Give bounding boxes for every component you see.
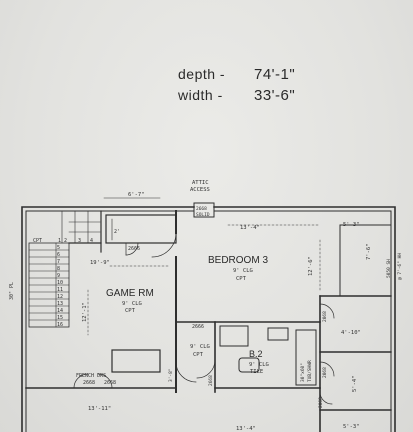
french-doors-label: FRENCH DRS bbox=[76, 373, 106, 379]
stair-number: 8 bbox=[57, 266, 60, 272]
depth-label: depth - bbox=[178, 66, 226, 82]
stair-number: 11 bbox=[57, 287, 63, 293]
hall-floor: CPT bbox=[193, 352, 204, 358]
solid-door-label-1: 2668 bbox=[196, 206, 207, 212]
stair-number: 4 bbox=[90, 238, 93, 244]
bath-floor: TILE bbox=[250, 369, 263, 375]
bottom-dimension-left: 13'-11" bbox=[88, 406, 111, 412]
game-room-ceiling: 9' CLG bbox=[122, 301, 142, 307]
hall-ceiling: 9' CLG bbox=[190, 344, 210, 350]
stair-number: 15 bbox=[57, 315, 63, 321]
closet-dimension: 2' bbox=[114, 229, 120, 235]
depth-row: depth - 74'-1" bbox=[178, 66, 295, 87]
attic-access-label-1: ATTIC bbox=[192, 180, 209, 186]
stair-number: 9 bbox=[57, 273, 60, 279]
closet-5-3-bottom: 5'-3" bbox=[343, 424, 360, 430]
closet-4-10: 4'-10" bbox=[341, 330, 361, 336]
stair-number: 10 bbox=[57, 280, 63, 286]
bedroom-depth: 12'-6" bbox=[308, 256, 314, 276]
stair-floor-label: CPT bbox=[33, 238, 42, 244]
bedroom-ceiling: 9' CLG bbox=[233, 268, 253, 274]
hall-door-lower: 2668 bbox=[208, 375, 214, 386]
left-wall-note: 30" PL bbox=[9, 282, 15, 300]
door-2668-a: 2668 bbox=[83, 380, 95, 386]
stair-number: 2 bbox=[64, 238, 67, 244]
bedroom-width: 13'-4" bbox=[240, 225, 260, 231]
width-label: width - bbox=[178, 87, 223, 103]
bedroom-floor: CPT bbox=[236, 276, 247, 282]
attic-access-label-2: ACCESS bbox=[190, 187, 210, 193]
bottom-dimension-right: 13'-4" bbox=[236, 426, 256, 432]
window-note-2: @ 7'-6" HH bbox=[397, 253, 403, 280]
top-dimension: 6'-7" bbox=[128, 192, 145, 198]
bath-ceiling: 9' CLG bbox=[249, 362, 269, 368]
stair-number: 6 bbox=[57, 252, 60, 258]
bedroom-name: BEDROOM 3 bbox=[208, 255, 268, 266]
hall-dimension: 3'-8" bbox=[168, 368, 174, 382]
door-2668-b: 2668 bbox=[104, 380, 116, 386]
stair-number: 13 bbox=[57, 301, 63, 307]
game-room-name: GAME RM bbox=[106, 288, 154, 299]
stair-number: 3 bbox=[78, 238, 81, 244]
width-row: width - 33'-6" bbox=[178, 87, 295, 108]
stair-number: 14 bbox=[57, 308, 63, 314]
closet-5-4: 5'-4" bbox=[352, 375, 358, 392]
stair-number: 12 bbox=[57, 294, 63, 300]
tub-note-2: TUB/SHWR bbox=[307, 360, 313, 382]
width-value: 33'-6" bbox=[254, 87, 296, 104]
closet-right-dimension: 5'-3" bbox=[343, 222, 360, 228]
window-note-1: 5050 SH bbox=[386, 259, 392, 278]
door-2068-mid: 2068 bbox=[322, 367, 328, 378]
door-2068-upper: 2068 bbox=[322, 311, 328, 322]
tub-note-1: 30"x60" bbox=[300, 363, 306, 382]
stair-number: 1 bbox=[58, 238, 61, 244]
stair-number: 5 bbox=[57, 245, 60, 251]
depth-value: 74'-1" bbox=[254, 66, 296, 83]
door-2068-lower: 2068 bbox=[318, 397, 324, 408]
bath-name: B.2 bbox=[249, 349, 263, 359]
stair-number: 16 bbox=[57, 322, 63, 328]
hall-door: 2666 bbox=[192, 324, 204, 330]
stair-number: 7 bbox=[57, 259, 60, 265]
game-room-width: 19'-9" bbox=[90, 260, 110, 266]
game-room-floor: CPT bbox=[125, 308, 136, 314]
dimensions-block: depth - 74'-1" width - 33'-6" bbox=[178, 66, 295, 108]
door-2666-top: 2666 bbox=[128, 246, 140, 252]
right-dimension: 7'-6" bbox=[366, 243, 372, 260]
solid-door-label-2: SOLID bbox=[196, 212, 210, 218]
game-room-depth: 12'-1" bbox=[82, 302, 88, 322]
